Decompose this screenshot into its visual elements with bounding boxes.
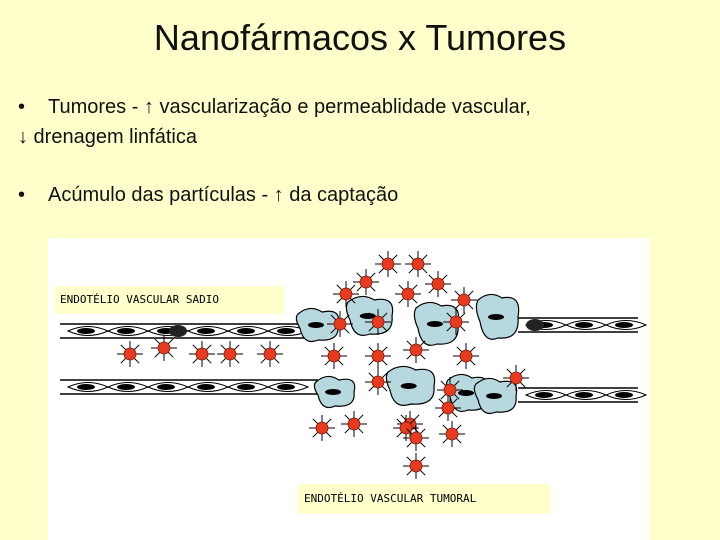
nanoparticle: [435, 395, 461, 421]
nanoparticle: [403, 453, 429, 479]
tumor-endothelial-cells: [295, 293, 520, 415]
tumor-cell: [313, 375, 356, 409]
endothelial-cell: [186, 326, 230, 336]
vessel-illustration: [60, 251, 648, 479]
endothelial-cell: [146, 382, 190, 392]
nanoparticle: [437, 377, 463, 403]
bullet-vascularization: • Tumores - ↑ vascularização e permeablid…: [18, 92, 708, 152]
tumor-cell: [385, 365, 436, 406]
nanoparticle: [365, 369, 391, 395]
endothelial-cell: [106, 326, 150, 336]
nanoparticle: [327, 311, 353, 337]
nanoparticle: [395, 281, 421, 307]
endothelial-cell: [186, 382, 230, 392]
endothelial-cell: [226, 326, 270, 336]
nanoparticle: [257, 341, 283, 367]
tumor-cell: [473, 377, 518, 415]
endothelial-cell: [266, 326, 310, 336]
endothelial-cell: [226, 382, 270, 392]
bullet-2-line-1: Acúmulo das partículas - ↑ da captação: [48, 184, 399, 206]
endothelial-cell: [66, 326, 110, 336]
epr-effect-diagram: ENDOTÉLIO VASCULAR SADIO ENDOTÉLIO VASCU…: [48, 238, 650, 540]
nanoparticle: [439, 421, 465, 447]
nanoparticle: [151, 335, 177, 361]
nanoparticle: [451, 287, 477, 313]
nanoparticle: [425, 271, 451, 297]
endothelial-cell: [106, 382, 150, 392]
nanoparticle: [403, 337, 429, 363]
slide-title: Nanofármacos x Tumores: [153, 17, 567, 58]
bullet-accumulation: • Acúmulo das partículas - ↑ da captação: [18, 180, 708, 210]
endothelial-cell: [604, 320, 648, 330]
nanoparticles: [117, 251, 529, 479]
nanoparticle: [405, 251, 431, 277]
endothelial-cell: [604, 390, 648, 400]
bullet-1-line-1: Tumores - ↑ vascularização e permeablida…: [48, 96, 531, 118]
endothelial-cell: [564, 320, 608, 330]
nanoparticle: [453, 343, 479, 369]
bullet-dot-icon: •: [18, 184, 26, 206]
nanoparticle: [365, 309, 391, 335]
nanoparticle: [341, 411, 367, 437]
nanoparticle: [217, 341, 243, 367]
nanoparticle: [309, 415, 335, 441]
nanoparticle: [403, 425, 429, 451]
endothelial-cell: [66, 382, 110, 392]
healthy-cell-nucleus: [169, 325, 187, 337]
nanoparticle: [365, 343, 391, 369]
endothelial-cell: [524, 390, 568, 400]
endothelial-cell: [266, 382, 310, 392]
nanoparticle: [117, 341, 143, 367]
bullet-dot-icon: •: [18, 96, 26, 118]
tumor-cell: [475, 293, 520, 340]
nanoparticle: [333, 281, 359, 307]
tumor-cell: [295, 307, 340, 343]
nanoparticle: [375, 251, 401, 277]
nanoparticle: [189, 341, 215, 367]
healthy-endothelial-cells: [66, 319, 648, 400]
nanoparticle: [503, 365, 529, 391]
nanoparticle: [443, 309, 469, 335]
endothelial-cell: [564, 390, 608, 400]
nanoparticle: [353, 269, 379, 295]
nanoparticle: [321, 343, 347, 369]
bullet-1-line-2: ↓ drenagem linfática: [18, 126, 197, 148]
label-healthy-endothelium: ENDOTÉLIO VASCULAR SADIO: [54, 286, 284, 314]
healthy-cell-nucleus: [526, 319, 544, 331]
label-tumor-endothelium: ENDOTÉLIO VASCULAR TUMORAL: [298, 484, 550, 514]
